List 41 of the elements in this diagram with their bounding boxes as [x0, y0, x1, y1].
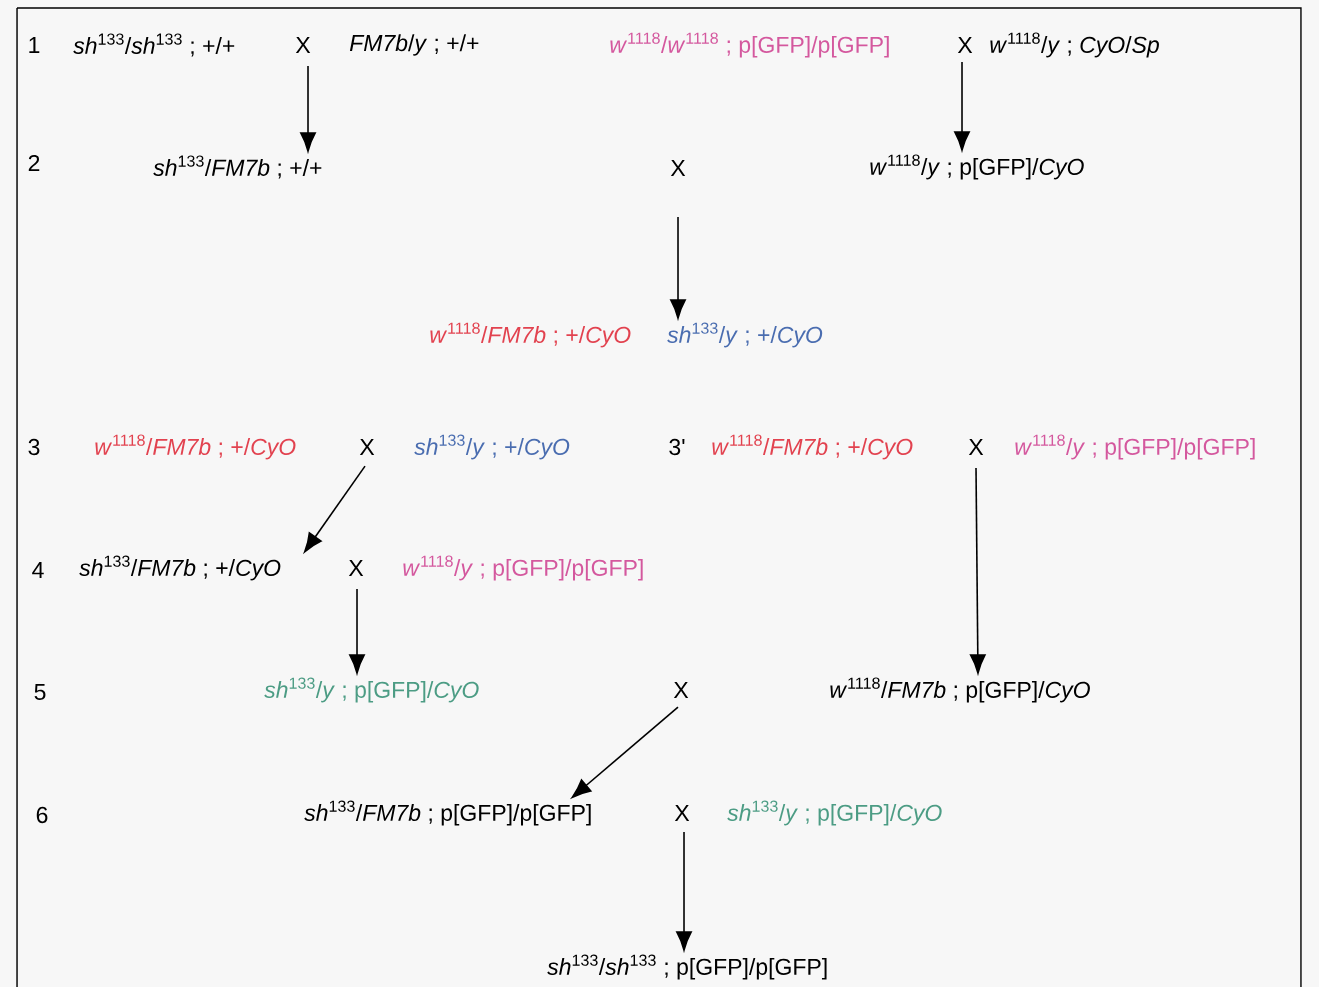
row-number: 4: [32, 562, 44, 578]
genotype-label: sh$^{133}$/sh$^{133}$ ; +/+: [73, 33, 235, 57]
cross-symbol: X: [359, 439, 375, 455]
genotype-label: sh$^{133}$/sh$^{133}$ ; p[GFP]/p[GFP]: [547, 954, 827, 980]
genotype-label: w$^{1118}$/FM7b ; +/CyO sh$^{133}$/y ; +/CyO: [430, 322, 823, 348]
genotype-label: w$^{1118}$/y ; CyO/Sp: [990, 32, 1159, 58]
arrow: [969, 467, 986, 674]
arrow: [670, 216, 686, 319]
row-number: 2: [28, 154, 40, 172]
row-number: 3': [669, 438, 685, 456]
row-number: 1: [29, 37, 40, 53]
genotype-label: FM7b/y ; +/+: [349, 34, 479, 56]
arrow: [676, 831, 692, 951]
row-number: 6: [36, 806, 48, 824]
cross-symbol: X: [348, 560, 364, 576]
arrow: [300, 65, 316, 152]
genotype-label: w$^{1118}$/FM7b ; p[GFP]/CyO: [830, 677, 1090, 703]
cross-symbol: X: [674, 805, 690, 821]
genotype-label: sh$^{133}$/y ; +/CyO: [414, 434, 570, 460]
genotype-label: sh$^{133}$/FM7b ; +/+: [153, 155, 322, 179]
row-number: 3: [28, 438, 40, 456]
genotype-label: sh$^{133}$/y ; p[GFP]/CyO: [264, 677, 479, 703]
arrow: [349, 588, 365, 674]
genotype-label: w$^{1118}$/FM7b ; +/CyO: [712, 434, 913, 460]
genotype-label: sh$^{133}$/FM7b ; +/CyO: [79, 555, 281, 581]
cross-symbol: X: [295, 37, 311, 53]
cross-symbol: X: [957, 37, 973, 53]
genotype-label: w$^{1118}$/y ; p[GFP]/p[GFP]: [1015, 434, 1255, 460]
genotype-label: sh$^{133}$/FM7b ; p[GFP]/p[GFP]: [304, 800, 591, 826]
arrow: [571, 706, 679, 798]
genotype-label: w$^{1118}$/FM7b ; +/CyO: [95, 434, 296, 460]
genotype-label: sh$^{133}$/y ; p[GFP]/CyO: [727, 800, 942, 826]
arrow: [954, 61, 970, 151]
genotype-label: w$^{1118}$/w$^{1118}$ ; p[GFP]/p[GFP]: [610, 32, 889, 58]
arrow: [304, 465, 366, 553]
row-number: 5: [34, 683, 46, 700]
cross-symbol: X: [673, 682, 689, 698]
cross-symbol: X: [670, 160, 686, 176]
genotype-label: w$^{1118}$/y ; p[GFP]/CyO: [870, 154, 1084, 180]
cross-symbol: X: [968, 439, 984, 455]
genotype-label: w$^{1118}$/y ; p[GFP]/p[GFP]: [403, 555, 643, 581]
